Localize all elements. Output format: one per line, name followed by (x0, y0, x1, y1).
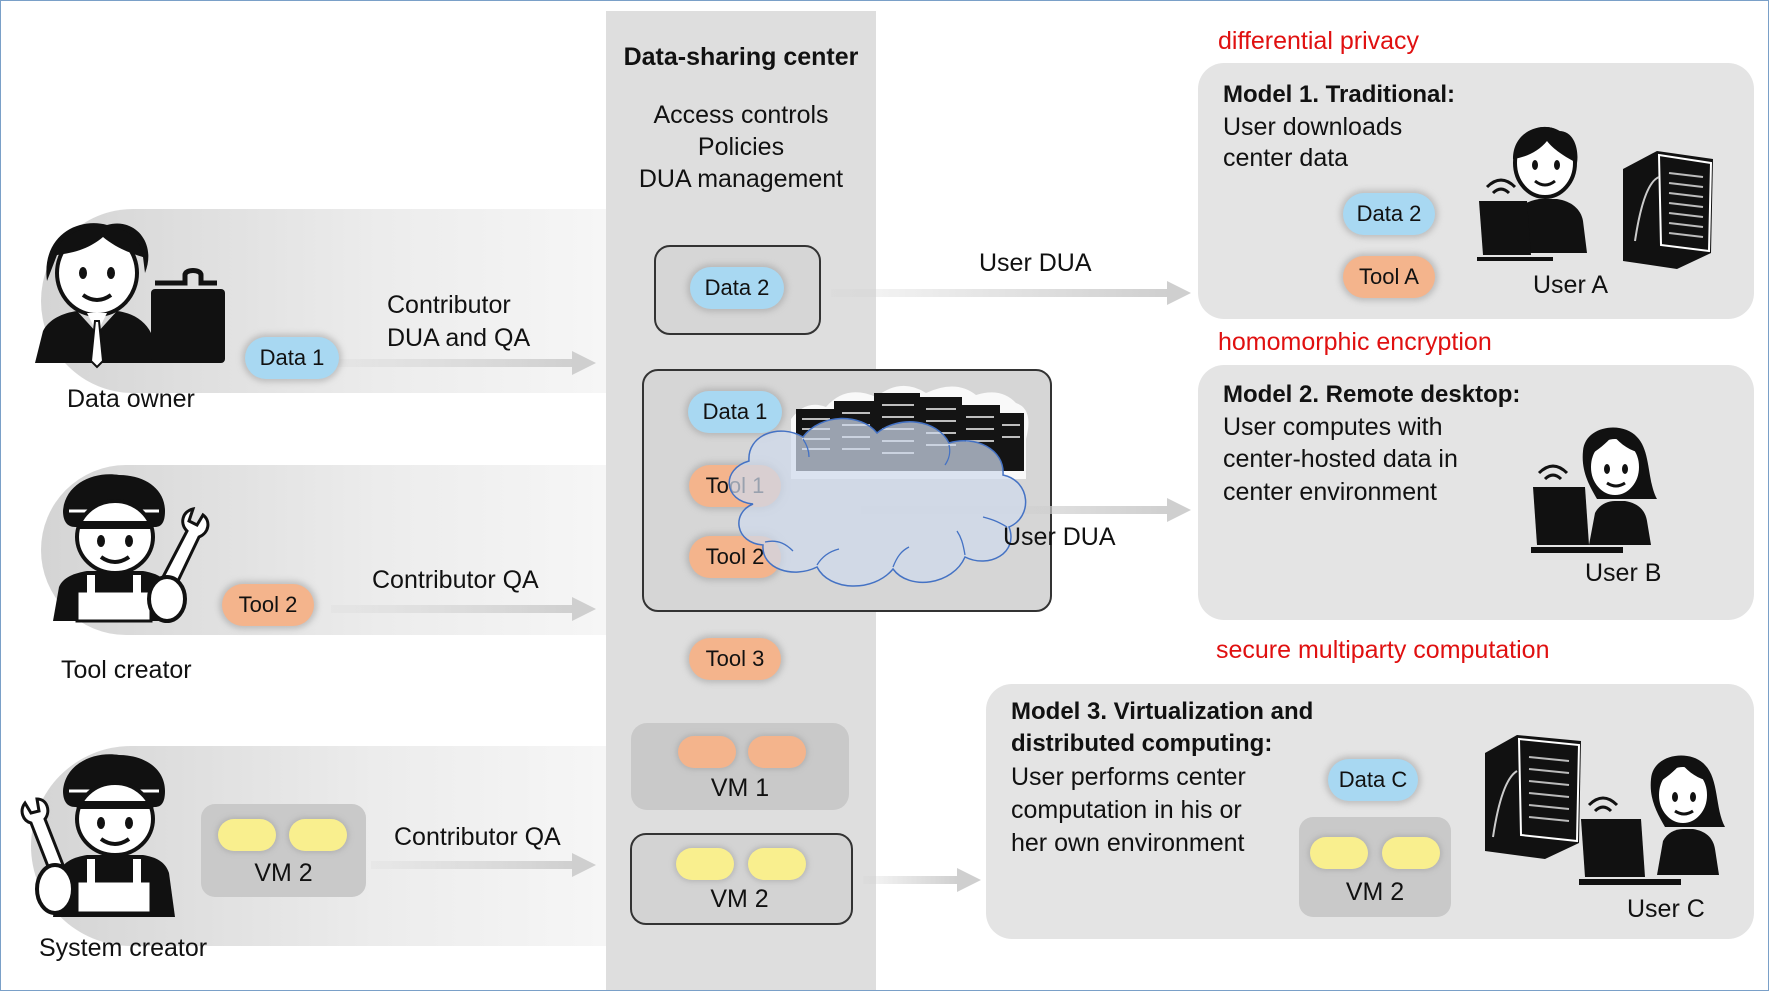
center-vm2-box (630, 833, 853, 925)
data-owner-person-icon (35, 223, 225, 369)
cloud-icon (728, 417, 1027, 587)
model2-desc-1: User computes with (1223, 413, 1443, 441)
model2-panel (1198, 365, 1754, 620)
system-creator-label: System creator (39, 934, 208, 962)
model3-title-1: Model 3. Virtualization and (1011, 698, 1314, 725)
sys-vm2-slot-left (218, 819, 276, 851)
model2-title: Model 2. Remote desktop: (1223, 381, 1521, 408)
vm2-slot-left (676, 848, 734, 880)
user-dua-label-2: User DUA (1003, 523, 1116, 551)
annotation-secure-multiparty: secure multiparty computation (1216, 636, 1550, 664)
center-line-policies: Policies (697, 133, 785, 161)
model3-vm2-slot-right (1382, 837, 1440, 869)
vm1-slot-left (678, 736, 736, 768)
vm2-slot-right (748, 848, 806, 880)
model3-datac-pill: Data C (1328, 759, 1418, 801)
tool-creator-tool2-pill: Tool 2 (222, 584, 314, 626)
user-c-label: User C (1627, 895, 1705, 923)
user-a-laptop-person-icon (1477, 126, 1713, 269)
user-dua-label-1: User DUA (979, 249, 1092, 277)
data-owner-arrow-label-1: Contributor (387, 291, 511, 319)
center-vm1-label: VM 1 (710, 774, 770, 802)
center-title: Data-sharing center (623, 43, 859, 71)
center-vm2-label: VM 2 (710, 885, 769, 913)
user-c-server-person-icon (1485, 735, 1725, 885)
user-a-label: User A (1533, 271, 1609, 299)
model1-toola-pill: Tool A (1343, 256, 1435, 298)
data-owner-label: Data owner (67, 385, 195, 413)
arrow-data-owner (331, 351, 596, 375)
model2-desc-2: center-hosted data in (1223, 445, 1458, 473)
model3-vm2-label: VM 2 (1345, 878, 1405, 906)
center-vm1-box (631, 723, 849, 810)
annotation-differential-privacy: differential privacy (1218, 27, 1420, 55)
model3-desc-3: her own environment (1011, 829, 1245, 857)
center-line-dua: DUA management (638, 165, 844, 193)
center-tool3-pill: Tool 3 (689, 638, 781, 680)
arrow-system-creator (371, 853, 596, 877)
arrow-tool-creator (331, 597, 596, 621)
user-b-laptop-person-icon (1531, 427, 1657, 553)
system-creator-person-icon (20, 754, 175, 917)
tool-creator-arrow-label: Contributor QA (372, 566, 539, 594)
system-creator-vm2-label: VM 2 (254, 859, 313, 887)
model3-vm2-slot-left (1310, 837, 1368, 869)
annotation-homomorphic-encryption: homomorphic encryption (1218, 328, 1492, 356)
model3-title-2: distributed computing: (1011, 730, 1273, 757)
model1-desc-2: center data (1223, 144, 1349, 172)
data-owner-arrow-label-2: DUA and QA (387, 324, 531, 352)
model1-data2-pill: Data 2 (1343, 193, 1435, 235)
arrow-user-dua-model1 (831, 281, 1191, 305)
tool-creator-person-icon (53, 474, 210, 623)
vm1-slot-right (748, 736, 806, 768)
model2-desc-3: center environment (1223, 478, 1438, 506)
model3-desc-2: computation in his or (1011, 796, 1242, 824)
tool-creator-label: Tool creator (61, 656, 192, 684)
model1-desc-1: User downloads (1223, 113, 1403, 141)
sys-vm2-slot-right (289, 819, 347, 851)
arrow-model3 (863, 868, 981, 892)
center-data2-pill: Data 2 (690, 267, 784, 309)
model3-desc-1: User performs center (1011, 763, 1246, 791)
center-line-access: Access controls (653, 101, 829, 129)
user-b-label: User B (1585, 559, 1662, 587)
model1-title: Model 1. Traditional: (1223, 81, 1456, 108)
system-creator-arrow-label: Contributor QA (394, 823, 561, 851)
data-owner-data1-pill: Data 1 (245, 337, 339, 379)
center-data1-pill: Data 1 (688, 391, 782, 433)
